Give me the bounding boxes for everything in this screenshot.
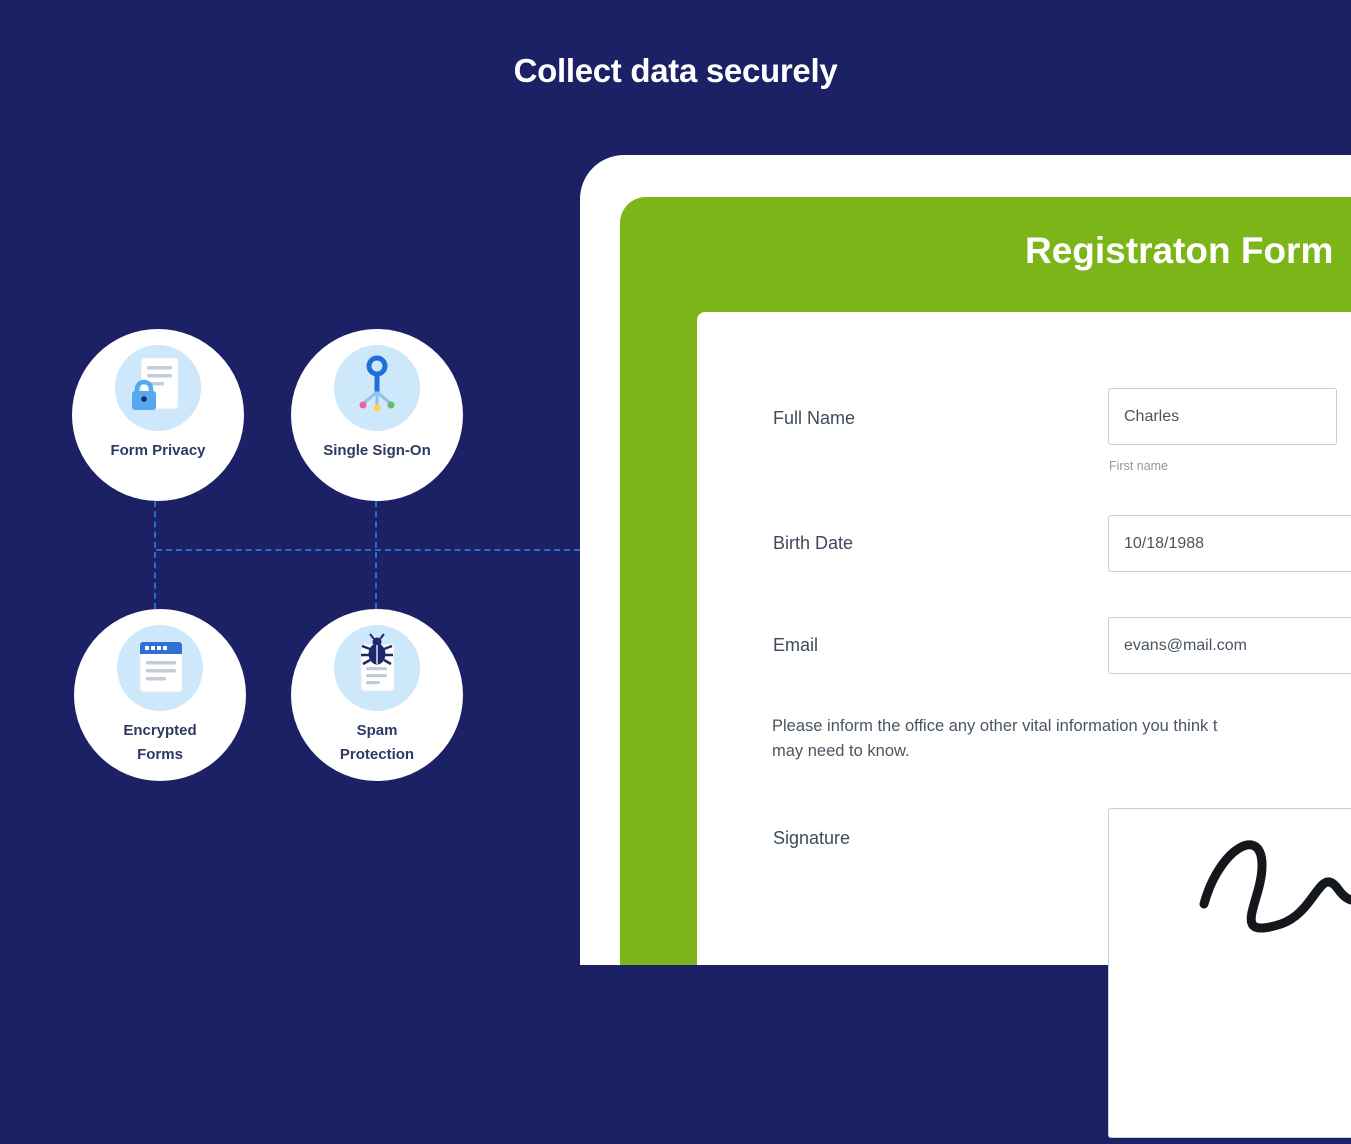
- full-name-label: Full Name: [773, 408, 856, 428]
- email-input[interactable]: [1108, 617, 1351, 674]
- dashed-connector-vertical-right: [375, 501, 377, 609]
- feature-label: Encrypted Forms: [123, 722, 197, 763]
- signature-pad[interactable]: [1108, 808, 1351, 1138]
- feature-form-privacy: Form Privacy: [72, 329, 244, 501]
- form-window-frame: Registraton Form Full Name First name Bi…: [580, 155, 1351, 1138]
- dashed-connector-vertical-left: [154, 501, 156, 609]
- feature-label: Form Privacy: [110, 442, 206, 459]
- feature-spam-protection: Spam Protection: [291, 609, 463, 781]
- bug-document-icon: [334, 625, 420, 711]
- full-name-input[interactable]: [1108, 388, 1337, 445]
- form-note-line-1: Please inform the office any other vital…: [772, 717, 1218, 735]
- page-title: Collect data securely: [513, 52, 838, 89]
- form-body-panel: Full Name First name Birth Date Email Pl…: [697, 312, 1351, 1138]
- promo-page: { "page": { "title": "Collect data secur…: [72, 52, 1351, 1138]
- sso-key-icon: [334, 345, 420, 431]
- signature-label: Signature: [773, 828, 851, 848]
- feature-encrypted-forms: Encrypted Forms: [74, 609, 246, 781]
- birth-date-input[interactable]: [1108, 515, 1351, 572]
- encrypted-document-icon: [117, 625, 203, 711]
- birth-date-label: Birth Date: [773, 533, 854, 553]
- form-header-background: Registraton Form Full Name First name Bi…: [620, 197, 1351, 1138]
- feature-single-sign-on: Single Sign-On: [291, 329, 463, 501]
- signature-stroke: [1199, 840, 1351, 933]
- dashed-connector-horizontal: [156, 549, 580, 551]
- document-lock-icon: [115, 345, 201, 431]
- form-title: Registraton Form: [1025, 230, 1334, 271]
- feature-label: Single Sign-On: [323, 442, 431, 459]
- email-label: Email: [773, 635, 819, 655]
- feature-label: Spam Protection: [339, 722, 415, 763]
- first-name-helper-text: First name: [1109, 459, 1169, 473]
- form-note-line-2: may need to know.: [772, 742, 910, 760]
